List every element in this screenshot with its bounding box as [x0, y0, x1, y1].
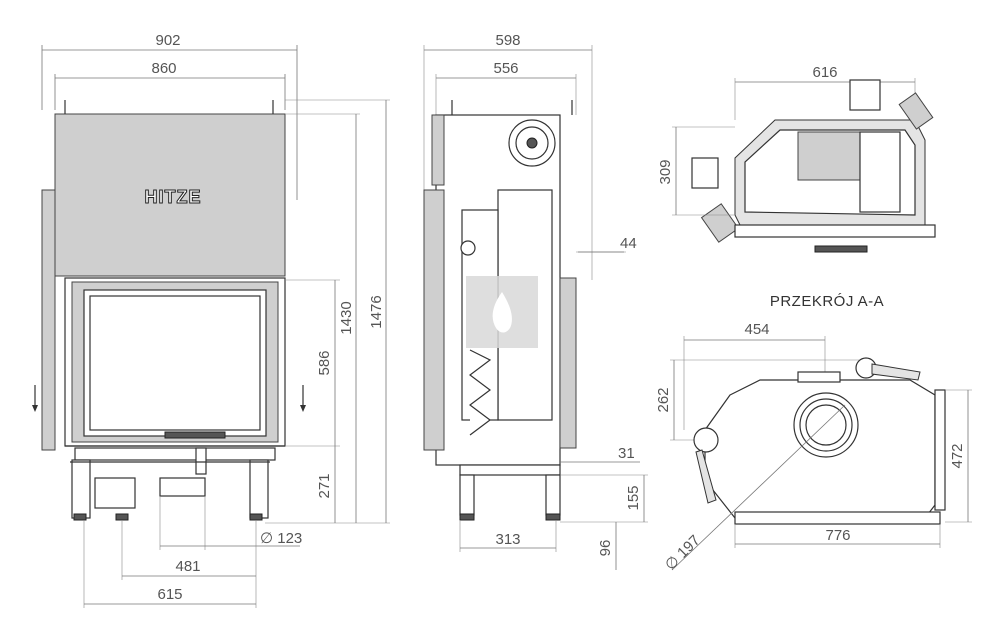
side-front-panel [423, 189, 445, 451]
dim-front-leg-spacing-outer: 615 [157, 586, 182, 603]
dim-front-leg-spacing-inner: 481 [175, 558, 200, 575]
dim-side-height-155: 155 [625, 485, 642, 510]
brand-logo: HITZE [145, 187, 202, 207]
dim-front-height-total: 1476 [368, 295, 385, 328]
dim-front-leg-diameter: ∅ 123 [260, 530, 302, 547]
dim-section-width-776: 776 [825, 527, 850, 544]
front-left-panel [41, 189, 56, 451]
side-rear-panel [559, 277, 577, 449]
dim-top-width: 616 [812, 64, 837, 81]
dim-front-base-height: 271 [316, 473, 333, 498]
dim-line-197 [671, 404, 846, 571]
dim-front-inner-width: 860 [151, 60, 176, 77]
front-top-housing [54, 113, 286, 277]
dim-section-flue-diameter: ∅ 197 [662, 532, 704, 574]
watermark-flame-icon [466, 276, 538, 348]
dim-front-height-body: 1430 [338, 301, 355, 334]
front-air-grille [164, 431, 226, 439]
top-side-box [691, 157, 719, 189]
top-grate [797, 131, 861, 181]
side-spiral-duct [469, 349, 492, 436]
top-fan-housing [849, 79, 881, 111]
section-view: PRZEKRÓJ A-A 454 262 472 776 ∅ 197 [655, 293, 972, 574]
dim-side-height-96: 96 [597, 540, 614, 557]
dim-front-overall-width: 902 [155, 32, 180, 49]
dim-section-depth-472: 472 [949, 443, 966, 468]
dim-side-overall-depth: 598 [495, 32, 520, 49]
dim-side-offset-44: 44 [620, 235, 637, 252]
side-leg-rear [545, 474, 561, 516]
dim-section-height-262: 262 [655, 387, 672, 412]
side-leg-front [459, 474, 475, 516]
front-leg-left [71, 459, 91, 519]
front-view: 902 860 HITZE [32, 32, 390, 608]
dim-side-offset-31: 31 [618, 445, 635, 462]
front-leg-right [249, 459, 269, 519]
top-view: 616 309 [657, 64, 936, 253]
dim-top-depth: 309 [657, 159, 674, 184]
dim-side-leg-spacing: 313 [495, 531, 520, 548]
dim-front-door-height: 586 [316, 350, 333, 375]
section-title: PRZEKRÓJ A-A [770, 293, 884, 310]
dim-section-width-454: 454 [744, 321, 769, 338]
section-fan-left [693, 427, 719, 453]
dim-side-inner-depth: 556 [493, 60, 518, 77]
